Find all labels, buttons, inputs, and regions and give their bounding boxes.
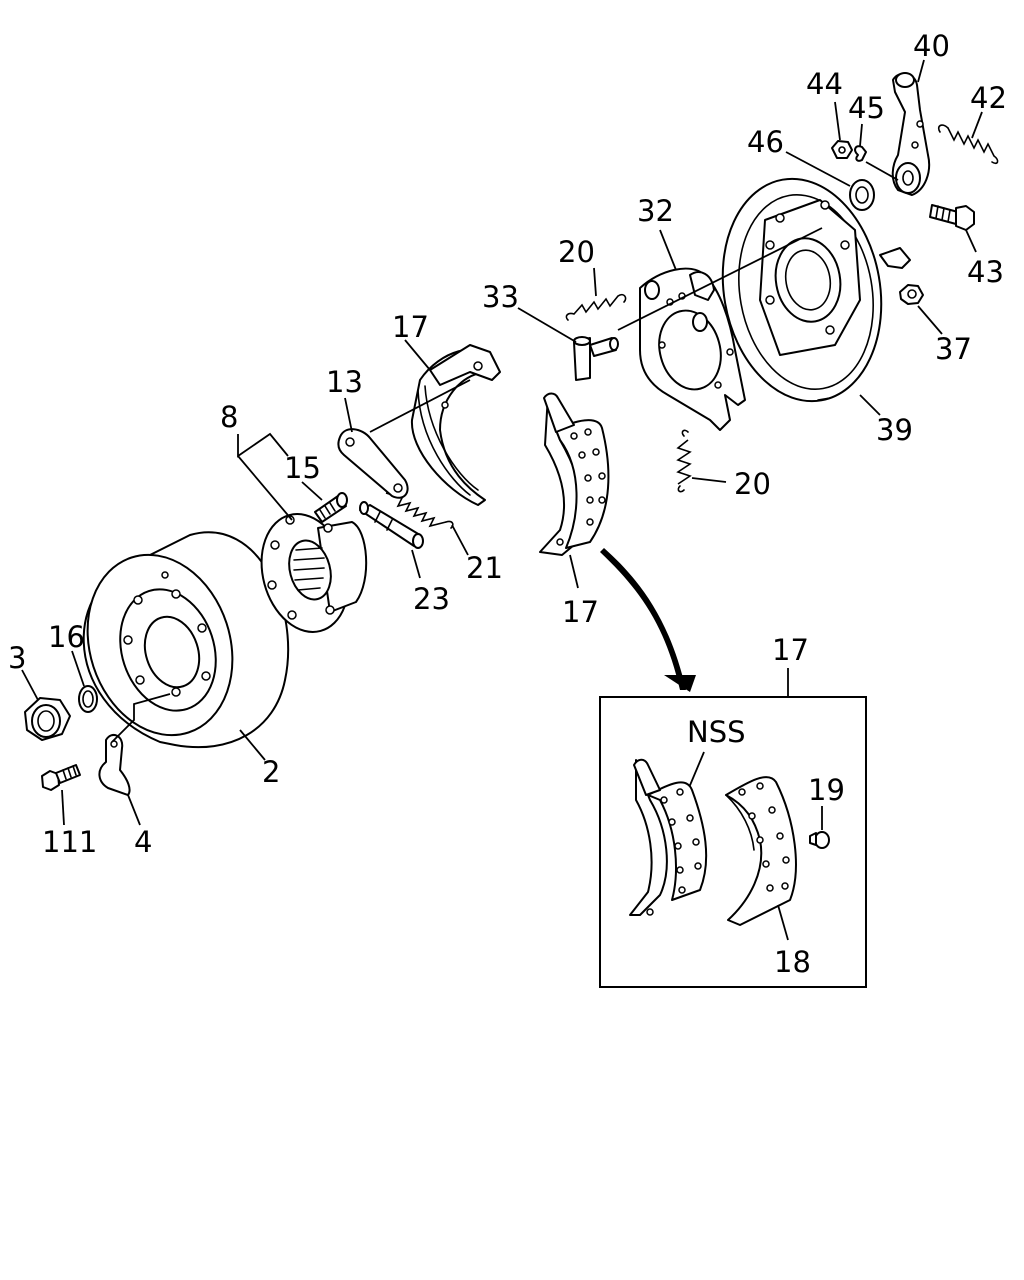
callout-16: 16 [48,620,85,654]
callout-20-top: 20 [558,235,595,269]
callout-15: 15 [284,451,321,485]
lever-spring [937,124,999,165]
lever-washer [849,179,875,211]
backing-plate-nut [899,284,924,305]
cam-pin [573,336,619,381]
wheel-hub [260,513,368,633]
callout-111: 111 [42,825,97,859]
shoe-link [337,428,409,499]
detail-callout-18: 18 [774,945,811,979]
hub-stud [314,492,348,523]
lever-nut [831,140,853,159]
return-spring-mid [676,429,692,493]
clip-bracket [98,733,131,796]
backing-plate [721,177,911,403]
callout-2: 2 [262,755,280,789]
callout-labels: 3 16 111 4 2 8 15 13 17 23 21 33 20 17 2… [8,29,1007,859]
callout-23: 23 [413,582,450,616]
brake-lever [891,72,931,196]
callout-13: 13 [326,365,363,399]
callout-39: 39 [876,413,913,447]
wheel-nut [24,697,71,741]
detail-lining [725,776,797,926]
callout-45: 45 [848,91,885,125]
seal-ring [78,685,98,713]
brake-drum [82,531,290,749]
detail-callout-19: 19 [808,773,845,807]
detail-shoe-assembly [629,758,708,916]
callout-43: 43 [967,255,1004,289]
snap-clip [854,145,867,162]
callout-33: 33 [482,280,519,314]
cam-support-plate [639,267,746,431]
callout-4: 4 [134,825,152,859]
brake-shoe-lower [539,392,610,556]
callout-40: 40 [913,29,950,63]
callout-37: 37 [935,332,972,366]
callout-32: 32 [637,194,674,228]
return-spring-small [385,492,454,529]
brake-shoe-upper [410,344,501,506]
shoe-detail-box: 17 NSS [599,633,867,988]
detail-rivet [809,831,830,849]
return-spring-top [565,293,627,321]
callout-20-mid: 20 [734,467,771,501]
detail-arrow [600,548,696,692]
callout-42: 42 [970,81,1007,115]
detail-callout-17: 17 [772,633,809,667]
callout-17-upper: 17 [392,310,429,344]
callout-17-lower: 17 [562,595,599,629]
callout-8: 8 [220,400,238,434]
callout-46: 46 [747,125,784,159]
lever-bolt [929,204,975,231]
leader-lines [21,59,983,826]
callout-21: 21 [466,551,503,585]
hex-bolt [41,764,81,791]
detail-frame [599,696,867,988]
callout-3: 3 [8,641,26,675]
anchor-pin [359,501,424,549]
nss-label: NSS [687,715,746,749]
callout-44: 44 [806,67,843,101]
